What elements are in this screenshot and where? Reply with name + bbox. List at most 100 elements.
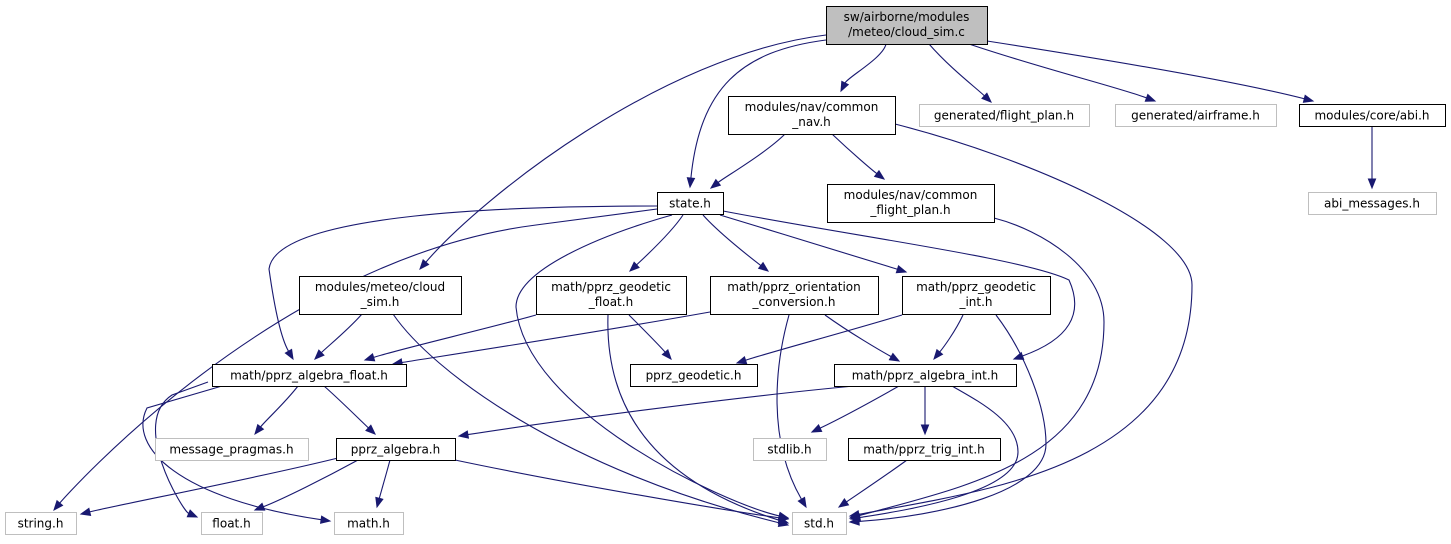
edge-line <box>378 459 391 499</box>
arrowhead <box>186 509 199 518</box>
edge-line <box>717 133 786 183</box>
node-algebra-float-h[interactable]: math/pprz_algebra_float.h <box>212 364 407 387</box>
node-label: math/pprz_trig_int.h <box>863 443 985 457</box>
edge-algebra_int_h-to-pprz_algebra_h <box>457 385 855 439</box>
node-geodetic-int-h[interactable]: math/pprz_geodetic_int.h <box>902 276 1051 315</box>
arrowhead <box>375 496 384 509</box>
edge-line <box>425 34 827 263</box>
node-pprz-algebra-h[interactable]: pprz_algebra.h <box>336 438 456 461</box>
edge-geodetic_int_h-to-std_h <box>848 314 1047 526</box>
edge-line <box>392 313 780 524</box>
node-label: message_pragmas.h <box>169 443 293 457</box>
node-label: pprz_algebra.h <box>351 443 440 457</box>
edge-algebra_int_h-to-stdlib_h <box>810 385 900 433</box>
edge-algebra_float_h-to-message_pragmas_h <box>254 385 299 436</box>
edge-line <box>454 459 780 519</box>
edge-abi_h-to-abi_messages_h <box>1367 127 1377 190</box>
node-label: math/pprz_geodetic <box>551 280 671 294</box>
node-cloud-sim-h[interactable]: modules/meteo/cloud_sim.h <box>299 276 462 315</box>
node-algebra-int-h[interactable]: math/pprz_algebra_int.h <box>834 364 1017 387</box>
edge-line <box>776 314 802 500</box>
edge-line <box>636 214 684 266</box>
arrowhead <box>1144 93 1157 102</box>
edge-line <box>263 459 359 508</box>
edge-orientation_conv_h-to-std_h <box>776 314 807 509</box>
node-geodetic-float-h[interactable]: math/pprz_geodetic_float.h <box>536 276 687 315</box>
edge-line <box>142 385 322 521</box>
node-message-pragmas-h: message_pragmas.h <box>155 438 309 461</box>
edge-line <box>719 214 898 270</box>
edge-state_h-to-orientation_conv_h <box>702 214 770 272</box>
node-label: _conversion.h <box>752 295 836 309</box>
edge-line <box>819 385 900 429</box>
edge-orientation_conv_h-to-algebra_float_h <box>391 311 711 367</box>
arrowhead <box>314 349 325 360</box>
arrowhead <box>873 169 886 180</box>
node-box <box>902 276 1051 315</box>
edge-state_h-to-algebra_float_h <box>268 205 658 361</box>
edge-line <box>690 39 827 179</box>
nodes-layer: sw/airborne/modules/meteo/cloud_sim.cmod… <box>5 6 1446 535</box>
node-box <box>826 6 988 45</box>
node-label: std.h <box>804 517 834 531</box>
node-orientation-conv-h[interactable]: math/pprz_orientation_conversion.h <box>710 276 879 315</box>
node-abi-h[interactable]: modules/core/abi.h <box>1299 104 1446 127</box>
node-label: modules/nav/common <box>844 188 978 202</box>
edge-line <box>846 459 908 503</box>
node-trig-int-h[interactable]: math/pprz_trig_int.h <box>848 438 1001 461</box>
arrowhead <box>778 513 790 523</box>
edge-geodetic_float_h-to-std_h <box>607 314 790 525</box>
edge-cloud_sim_c-to-cloud_sim_h <box>419 34 827 271</box>
arrowhead <box>661 348 672 361</box>
node-label: modules/meteo/cloud <box>315 280 445 294</box>
edge-geodetic_int_h-to-algebra_int_h <box>933 314 964 361</box>
arrowhead <box>888 352 901 362</box>
node-label: _flight_plan.h <box>869 203 950 217</box>
node-label: state.h <box>669 197 711 211</box>
node-box <box>155 438 309 461</box>
arrowhead <box>284 348 294 361</box>
node-pprz-geodetic-h[interactable]: pprz_geodetic.h <box>630 364 758 387</box>
arrowhead <box>1302 94 1315 103</box>
edge-trig_int_h-to-std_h <box>837 459 908 508</box>
node-label: pprz_geodetic.h <box>646 369 742 383</box>
arrowhead <box>849 513 862 522</box>
node-common-flight-plan-h[interactable]: modules/nav/common_flight_plan.h <box>827 184 995 223</box>
node-box <box>1115 104 1277 127</box>
node-gen-flight-plan-h: generated/flight_plan.h <box>919 104 1090 127</box>
arrowhead <box>709 178 722 189</box>
edge-line <box>858 314 1047 522</box>
arrowhead <box>254 423 265 436</box>
arrowhead <box>933 348 944 361</box>
edge-line <box>268 205 658 352</box>
arrowhead <box>895 264 908 274</box>
edge-line <box>260 385 299 428</box>
edge-cloud_sim_c-to-common_nav_h <box>840 43 887 93</box>
arrowhead <box>810 423 823 433</box>
edge-line <box>607 314 780 521</box>
node-box <box>657 192 724 215</box>
edge-line <box>401 311 711 364</box>
arrowhead <box>735 355 748 365</box>
node-box <box>334 512 404 535</box>
edge-cloud_sim_c-to-gen_flight_plan_h <box>928 43 992 103</box>
edge-pprz_algebra_h-to-float_h <box>253 459 359 511</box>
node-label: string.h <box>18 517 64 531</box>
node-box <box>919 104 1090 127</box>
arrowhead <box>79 507 92 516</box>
edge-state_h-to-algebra_int_h <box>722 210 1076 360</box>
node-state-h[interactable]: state.h <box>657 192 724 215</box>
edge-line <box>89 457 339 513</box>
arrowhead <box>686 177 696 189</box>
node-common-nav-h[interactable]: modules/nav/common_nav.h <box>728 96 896 135</box>
edge-line <box>467 385 855 436</box>
edges-layer <box>53 34 1377 527</box>
node-label: generated/flight_plan.h <box>934 109 1074 123</box>
edge-line <box>928 43 985 97</box>
node-label: /meteo/cloud_sim.c <box>848 25 965 39</box>
edge-line <box>628 314 666 353</box>
edge-orientation_conv_h-to-algebra_int_h <box>824 314 901 362</box>
node-cloud-sim-c: sw/airborne/modules/meteo/cloud_sim.c <box>826 6 988 45</box>
node-label: math.h <box>347 517 390 531</box>
